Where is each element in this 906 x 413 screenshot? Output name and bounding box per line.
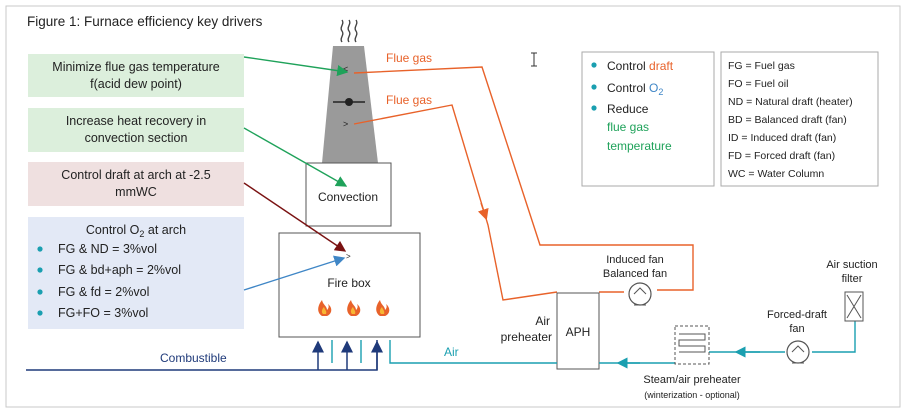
driver-draft-line2: mmWC bbox=[115, 185, 157, 199]
driver-o2-heading-suffix: at arch bbox=[144, 223, 186, 237]
bullet-icon bbox=[591, 84, 597, 90]
driver-o2-item-1: FG & ND = 3%vol bbox=[58, 242, 157, 256]
text-cursor-icon bbox=[531, 52, 537, 67]
bullet-icon bbox=[591, 105, 597, 111]
driver-o2-heading: Control O2 at arch bbox=[86, 223, 186, 239]
bullet-icon bbox=[37, 246, 43, 252]
control-draft-prefix: Control bbox=[607, 59, 649, 73]
convection-label: Convection bbox=[318, 190, 378, 204]
figure-frame bbox=[5, 5, 901, 408]
air-path-suction bbox=[812, 321, 856, 353]
bullet-icon bbox=[37, 310, 43, 316]
driver-flue-temp: Minimize flue gas temperature f(acid dew… bbox=[28, 54, 244, 97]
legend-item: BD = Balanced draft (fan) bbox=[728, 114, 847, 126]
induced-fan-label: Induced fan bbox=[606, 254, 664, 266]
air-path-main bbox=[389, 340, 557, 364]
flame-icon bbox=[347, 300, 361, 316]
damper-icon bbox=[333, 98, 365, 106]
driver-o2: Control O2 at arch FG & ND = 3%vol FG & … bbox=[28, 217, 244, 329]
control-o2-item: Control O2 bbox=[607, 81, 663, 97]
firebox-label: Fire box bbox=[327, 276, 370, 290]
flue-gas-arrow-down bbox=[477, 202, 489, 221]
control-o2-prefix: Control bbox=[607, 81, 649, 95]
legend-item: WC = Water Column bbox=[728, 168, 824, 180]
driver-flue-temp-line2: f(acid dew point) bbox=[90, 77, 182, 91]
forced-draft-label-1: Forced-draft bbox=[767, 309, 827, 321]
air-suction-label-1: Air suction bbox=[826, 259, 877, 271]
bullet-icon bbox=[37, 267, 43, 273]
driver-heat-recovery-line1: Increase heat recovery in bbox=[66, 114, 206, 128]
flue-gas-path-1 bbox=[353, 66, 694, 291]
driver-heat-recovery: Increase heat recovery in convection sec… bbox=[28, 108, 244, 152]
legend-item: FD = Forced draft (fan) bbox=[728, 150, 835, 162]
steam-air-preheater-icon bbox=[674, 325, 710, 365]
firebox-marker-icon: > bbox=[346, 252, 351, 261]
flue-gas-label-1: Flue gas bbox=[386, 51, 432, 65]
legend-item: ND = Natural draft (heater) bbox=[728, 96, 853, 108]
driver-heat-recovery-line2: convection section bbox=[85, 131, 188, 145]
forced-draft-fan-icon bbox=[786, 340, 810, 364]
aph-label: APH bbox=[566, 325, 591, 339]
induced-fan-icon bbox=[628, 282, 652, 306]
abbreviation-legend: FG = Fuel gas FO = Fuel oil ND = Natural… bbox=[720, 51, 879, 187]
combustible-label: Combustible bbox=[160, 351, 227, 365]
flame-icon bbox=[318, 300, 332, 316]
bullet-icon bbox=[591, 62, 597, 68]
control-draft-word: draft bbox=[649, 59, 674, 73]
air-preheater-label-1: Air bbox=[535, 314, 550, 328]
driver-draft: Control draft at arch at -2.5 mmWC bbox=[28, 162, 244, 206]
balanced-fan-label: Balanced fan bbox=[603, 268, 667, 280]
flue-gas-path-2 bbox=[353, 104, 558, 301]
winterization-label: (winterization - optional) bbox=[644, 390, 740, 400]
stack-marker-icon: > bbox=[343, 119, 348, 129]
driver-o2-item-2: FG & bd+aph = 2%vol bbox=[58, 263, 181, 277]
flame-icon bbox=[376, 300, 390, 316]
arrow-flue-temp bbox=[243, 56, 349, 77]
bullet-icon bbox=[37, 289, 43, 295]
driver-o2-heading-sub: 2 bbox=[139, 229, 144, 239]
reduce-line3: temperature bbox=[607, 139, 672, 153]
reduce-line2: flue gas bbox=[607, 120, 649, 134]
driver-o2-item-3: FG & fd = 2%vol bbox=[58, 285, 149, 299]
air-suction-label-2: filter bbox=[842, 273, 863, 285]
air-label: Air bbox=[444, 345, 459, 359]
control-o2-word: O bbox=[649, 81, 658, 95]
legend-item: FG = Fuel gas bbox=[728, 60, 795, 72]
air-preheater-label-2: preheater bbox=[501, 330, 552, 344]
control-legend-box: Control draft Control O2 Reduce flue gas… bbox=[581, 51, 715, 187]
steam-air-preheater-label: Steam/air preheater bbox=[643, 374, 741, 386]
reduce-label: Reduce bbox=[607, 102, 649, 116]
arrow-o2 bbox=[243, 255, 346, 291]
control-draft-item: Control draft bbox=[607, 59, 674, 73]
smoke-icon bbox=[340, 19, 358, 43]
driver-o2-item-4: FG+FO = 3%vol bbox=[58, 306, 148, 320]
control-o2-sub: 2 bbox=[658, 87, 663, 97]
forced-draft-label-2: fan bbox=[789, 323, 804, 335]
firebox bbox=[278, 232, 421, 338]
driver-o2-heading-prefix: Control O bbox=[86, 223, 140, 237]
convection-section bbox=[305, 162, 392, 227]
figure-title: Figure 1: Furnace efficiency key drivers bbox=[27, 14, 263, 29]
aph-box bbox=[556, 292, 600, 370]
flue-gas-label-2: Flue gas bbox=[386, 93, 432, 107]
driver-draft-line1: Control draft at arch at -2.5 bbox=[61, 168, 210, 182]
legend-item: FO = Fuel oil bbox=[728, 78, 788, 90]
air-filter-icon bbox=[844, 291, 864, 322]
arrow-draft bbox=[243, 182, 347, 252]
legend-item: ID = Induced draft (fan) bbox=[728, 132, 836, 144]
driver-flue-temp-line1: Minimize flue gas temperature bbox=[52, 60, 219, 74]
arrow-heat-recovery bbox=[243, 127, 348, 187]
